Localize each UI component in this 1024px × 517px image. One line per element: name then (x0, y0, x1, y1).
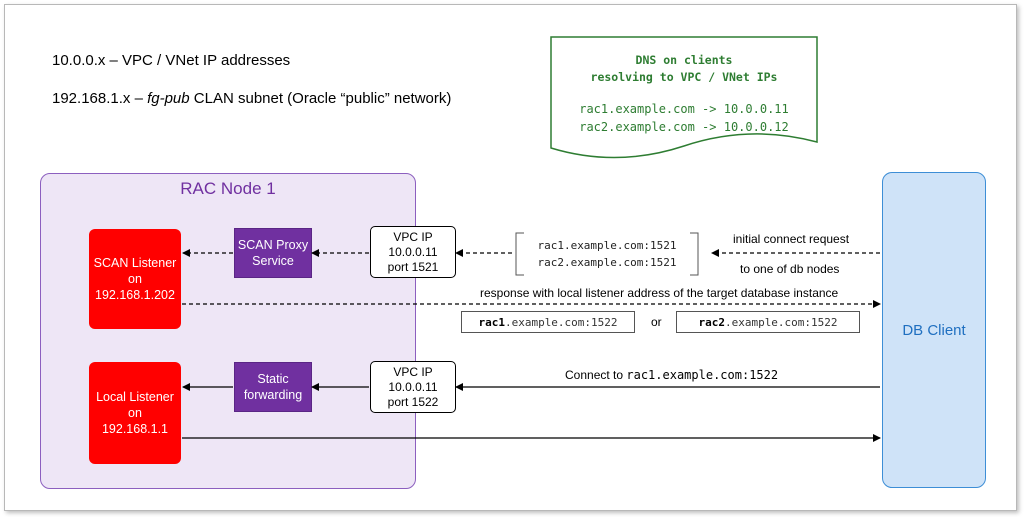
initial-request-label: initial connect request (733, 232, 850, 246)
scan-proxy-line1: SCAN Proxy (237, 238, 309, 252)
dns-note-shape (550, 36, 818, 159)
static-forwarding-line2: forwarding (243, 388, 303, 402)
legend-vpc: 10.0.0.x – VPC / VNet IP addresses (52, 52, 290, 69)
scan-address-list: rac1.example.com:1521 rac2.example.com:1… (516, 232, 698, 276)
scan-proxy-service-box: SCAN Proxy Service (234, 228, 312, 278)
static-forwarding-line1: Static (257, 372, 289, 386)
vpc-ip-1522-port: port 1522 (387, 394, 439, 409)
rac-node-title: RAC Node 1 (180, 179, 276, 198)
scan-address-rac2: rac2.example.com:1521 (537, 256, 677, 269)
connect-label: Connect to rac1.example.com:1522 (565, 368, 778, 382)
response-label: response with local listener address of … (480, 286, 839, 300)
addr-box-rac1-rest: .example.com:1522 (504, 315, 618, 329)
dns-text: DNS on clients resolving to VPC / VNet I… (550, 36, 818, 136)
local-listener-box: Local Listener on 192.168.1.1 (89, 362, 181, 464)
dns-record-rac2: rac2.example.com -> 10.0.0.12 (579, 120, 789, 134)
dns-title-line2: resolving to VPC / VNet IPs (590, 70, 778, 84)
vpc-ip-1521-address: 10.0.0.11 (388, 244, 438, 259)
addr-box-rac1-host: rac1 (478, 315, 505, 329)
addr-box-rac2: rac2.example.com:1522 (676, 311, 860, 333)
db-client-box: DB Client (882, 172, 986, 488)
vpc-ip-1522-label: VPC IP (393, 364, 433, 379)
scan-proxy-line2: Service (252, 254, 294, 268)
scan-listener-line2: on (128, 272, 142, 286)
vpc-ip-1522-address: 10.0.0.11 (388, 379, 438, 394)
scan-list-right-bracket (690, 232, 699, 276)
or-label: or (651, 315, 662, 329)
local-listener-line1: Local Listener (96, 390, 174, 404)
scan-listener-line1: SCAN Listener (93, 256, 177, 270)
legend-vpc-text: 10.0.0.x – VPC / VNet IP addresses (52, 52, 291, 69)
addr-box-rac1: rac1.example.com:1522 (461, 311, 635, 333)
local-listener-line2: on (128, 406, 142, 420)
static-forwarding-box: Static forwarding (234, 362, 312, 412)
vpc-ip-box-1521: VPC IP 10.0.0.11 port 1521 (370, 226, 456, 278)
scan-list-left-bracket (515, 232, 524, 276)
addr-box-rac2-rest: .example.com:1522 (724, 315, 838, 329)
vpc-ip-1521-port: port 1521 (387, 259, 439, 274)
legend-clan: 192.168.1.x – fg-pub CLAN subnet (Oracle… (52, 90, 451, 107)
legend-clan-prefix: 192.168.1.x – (52, 90, 148, 107)
dns-title-line1: DNS on clients (635, 53, 733, 67)
scan-listener-box: SCAN Listener on 192.168.1.202 (89, 229, 181, 329)
vpc-ip-1521-label: VPC IP (393, 229, 433, 244)
to-one-node-label: to one of db nodes (740, 262, 840, 276)
legend-clan-suffix: CLAN subnet (Oracle “public” network) (189, 90, 452, 107)
scan-address-rac1: rac1.example.com:1521 (537, 239, 677, 252)
local-listener-line3: 192.168.1.1 (101, 422, 169, 436)
connect-label-prefix: Connect to (565, 368, 627, 382)
vpc-ip-box-1522: VPC IP 10.0.0.11 port 1522 (370, 361, 456, 413)
connect-label-address: rac1.example.com:1522 (626, 368, 779, 382)
legend-clan-italic: fg-pub (147, 90, 190, 107)
scan-listener-line3: 192.168.1.202 (95, 288, 175, 302)
dns-note: DNS on clients resolving to VPC / VNet I… (550, 36, 818, 166)
addr-box-rac2-host: rac2 (698, 315, 725, 329)
db-client-label: DB Client (902, 321, 966, 339)
dns-record-rac1: rac1.example.com -> 10.0.0.11 (579, 102, 789, 116)
